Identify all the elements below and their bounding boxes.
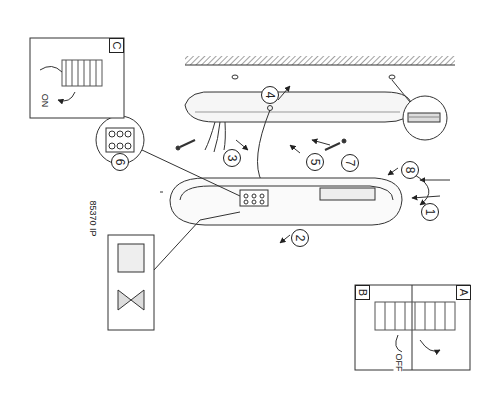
- callout-number: 3: [223, 149, 241, 167]
- callout-number: 5: [306, 153, 324, 171]
- switch-label: OFF: [394, 352, 403, 372]
- panel-letter: A: [456, 285, 471, 300]
- callout-number: 7: [341, 154, 359, 172]
- panel-letter: C: [109, 38, 124, 53]
- callout-number: 8: [401, 161, 419, 179]
- callout-number: 2: [291, 229, 309, 247]
- callout-number: 1: [421, 203, 439, 221]
- panel-letter: B: [355, 285, 370, 300]
- callout-number: 6: [111, 153, 129, 171]
- callout-number: 4: [261, 86, 279, 104]
- switch-label: ON: [41, 92, 50, 108]
- model-number: 85370 IP: [88, 199, 97, 237]
